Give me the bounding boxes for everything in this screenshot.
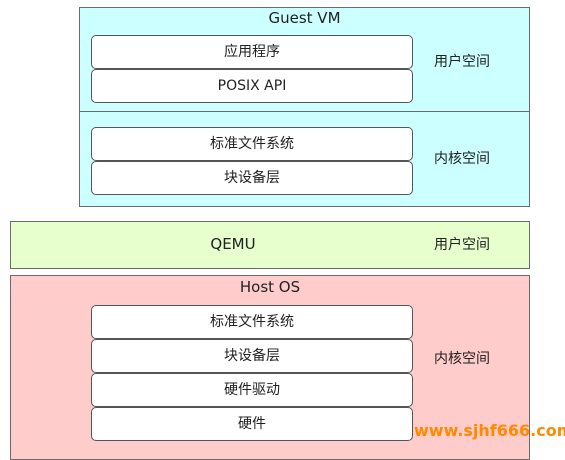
guest-kernel-space-label: 内核空间	[434, 151, 490, 167]
host-os-title: Host OS	[239, 278, 301, 296]
layer-hardware-driver: 硬件驱动	[91, 373, 413, 407]
qemu-title: QEMU	[210, 235, 256, 253]
layer-hardware: 硬件	[91, 407, 413, 441]
layer-host-filesystem: 标准文件系统	[91, 305, 413, 339]
host-os-panel: Host OS 标准文件系统 块设备层 硬件驱动 硬件 内核空间	[10, 275, 530, 460]
qemu-user-space-label: 用户空间	[434, 237, 490, 253]
layer-guest-block-device: 块设备层	[91, 161, 413, 195]
host-kernel-space-label: 内核空间	[434, 351, 490, 367]
layer-host-block-device: 块设备层	[91, 339, 413, 373]
guest-user-space-label: 用户空间	[434, 54, 490, 70]
layer-application: 应用程序	[91, 35, 413, 69]
watermark-text: www.sjhf666.com	[414, 421, 565, 440]
guest-vm-title: Guest VM	[268, 9, 341, 27]
layer-guest-filesystem: 标准文件系统	[91, 127, 413, 161]
guest-vm-panel: Guest VM 应用程序 POSIX API 用户空间 标准文件系统 块设备层…	[79, 7, 530, 207]
layer-posix-api: POSIX API	[91, 69, 413, 103]
guest-space-divider	[80, 111, 529, 112]
qemu-panel: QEMU 用户空间	[10, 221, 530, 269]
